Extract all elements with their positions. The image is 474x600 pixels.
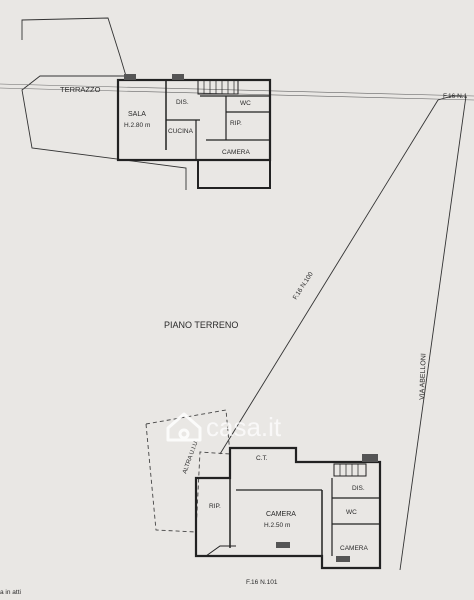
room-label-sala: SALA: [128, 111, 146, 118]
house-logo-icon: [166, 412, 202, 442]
parcel-line-right: [399, 95, 467, 571]
upper-plot-outline: [21, 17, 187, 190]
watermark-brand: casa.it: [206, 412, 282, 442]
casa-it-watermark: casa.it: [166, 412, 282, 442]
drawing-title: PIANO TERRENO: [164, 320, 238, 330]
terrace-label: TERRAZZO: [60, 85, 101, 94]
reference-line-1: [0, 83, 474, 97]
room-height-camera-main: H.2.50 m: [264, 522, 290, 529]
footer-note: a in atti: [0, 589, 21, 596]
room-label-dis-ground: DIS.: [352, 485, 365, 492]
street-label: VIA ABELLONI: [419, 353, 428, 400]
room-label-rip-ground: RIP.: [209, 503, 221, 510]
room-label-ct: C.T.: [256, 455, 268, 462]
room-height-sala: H.2.80 m: [124, 122, 150, 129]
other-unit-outline: [145, 409, 231, 533]
ground-floor-building: [194, 446, 382, 570]
upper-floor-building: [116, 74, 272, 189]
parcel-corner: [437, 95, 466, 101]
room-label-wc-upper: WC: [240, 100, 251, 107]
room-label-dis-upper: DIS.: [176, 99, 189, 106]
parcel-line-diagonal: [219, 99, 439, 455]
room-label-cucina: CUCINA: [168, 128, 194, 135]
room-label-wc-ground: WC: [346, 509, 357, 516]
room-label-rip-upper: RIP.: [230, 120, 242, 127]
parcel-label-top-right: F.16 N.1: [443, 93, 468, 100]
parcel-label-bottom: F.16 N.101: [246, 579, 278, 586]
room-label-camera-side: CAMERA: [340, 545, 368, 552]
room-label-camera-main: CAMERA: [266, 511, 296, 518]
room-label-camera-upper: CAMERA: [222, 149, 250, 156]
